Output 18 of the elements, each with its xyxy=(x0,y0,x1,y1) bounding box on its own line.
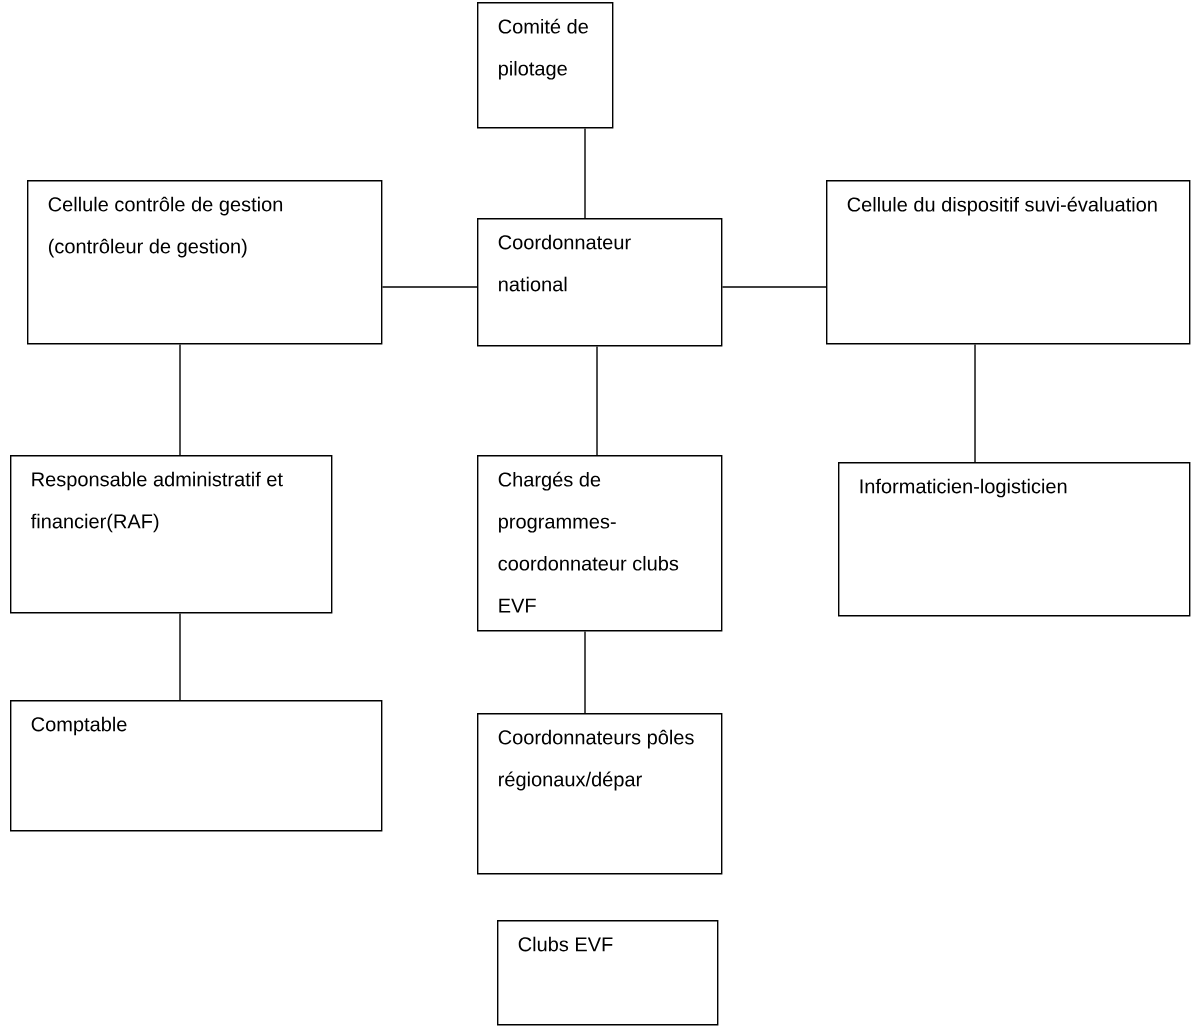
org-box: Coordonnateur national xyxy=(477,218,723,347)
connector-line xyxy=(179,343,181,456)
org-box: Cellule du dispositif suvi-évaluation xyxy=(826,180,1191,345)
connector-line xyxy=(721,286,827,288)
connector-line xyxy=(584,127,586,219)
org-box: Comptable xyxy=(10,700,383,832)
org-box: Comité de pilotage xyxy=(477,2,614,129)
connector-line xyxy=(584,630,586,714)
connector-line xyxy=(179,612,181,701)
connector-line xyxy=(596,345,598,456)
connector-line xyxy=(381,286,478,288)
org-box: Coordonnateurs pôles régionaux/dépar xyxy=(477,713,723,875)
org-box: Clubs EVF xyxy=(497,920,719,1026)
org-box: Chargés de programmes-coordonnateur clubs EVF xyxy=(477,455,723,632)
org-box: Cellule contrôle de gestion (contrôleur de gestion) xyxy=(27,180,383,345)
connector-line xyxy=(974,343,976,463)
org-box: Responsable administratif et financier(RAF) xyxy=(10,455,333,614)
org-box: Informaticien-logisticien xyxy=(838,462,1191,617)
